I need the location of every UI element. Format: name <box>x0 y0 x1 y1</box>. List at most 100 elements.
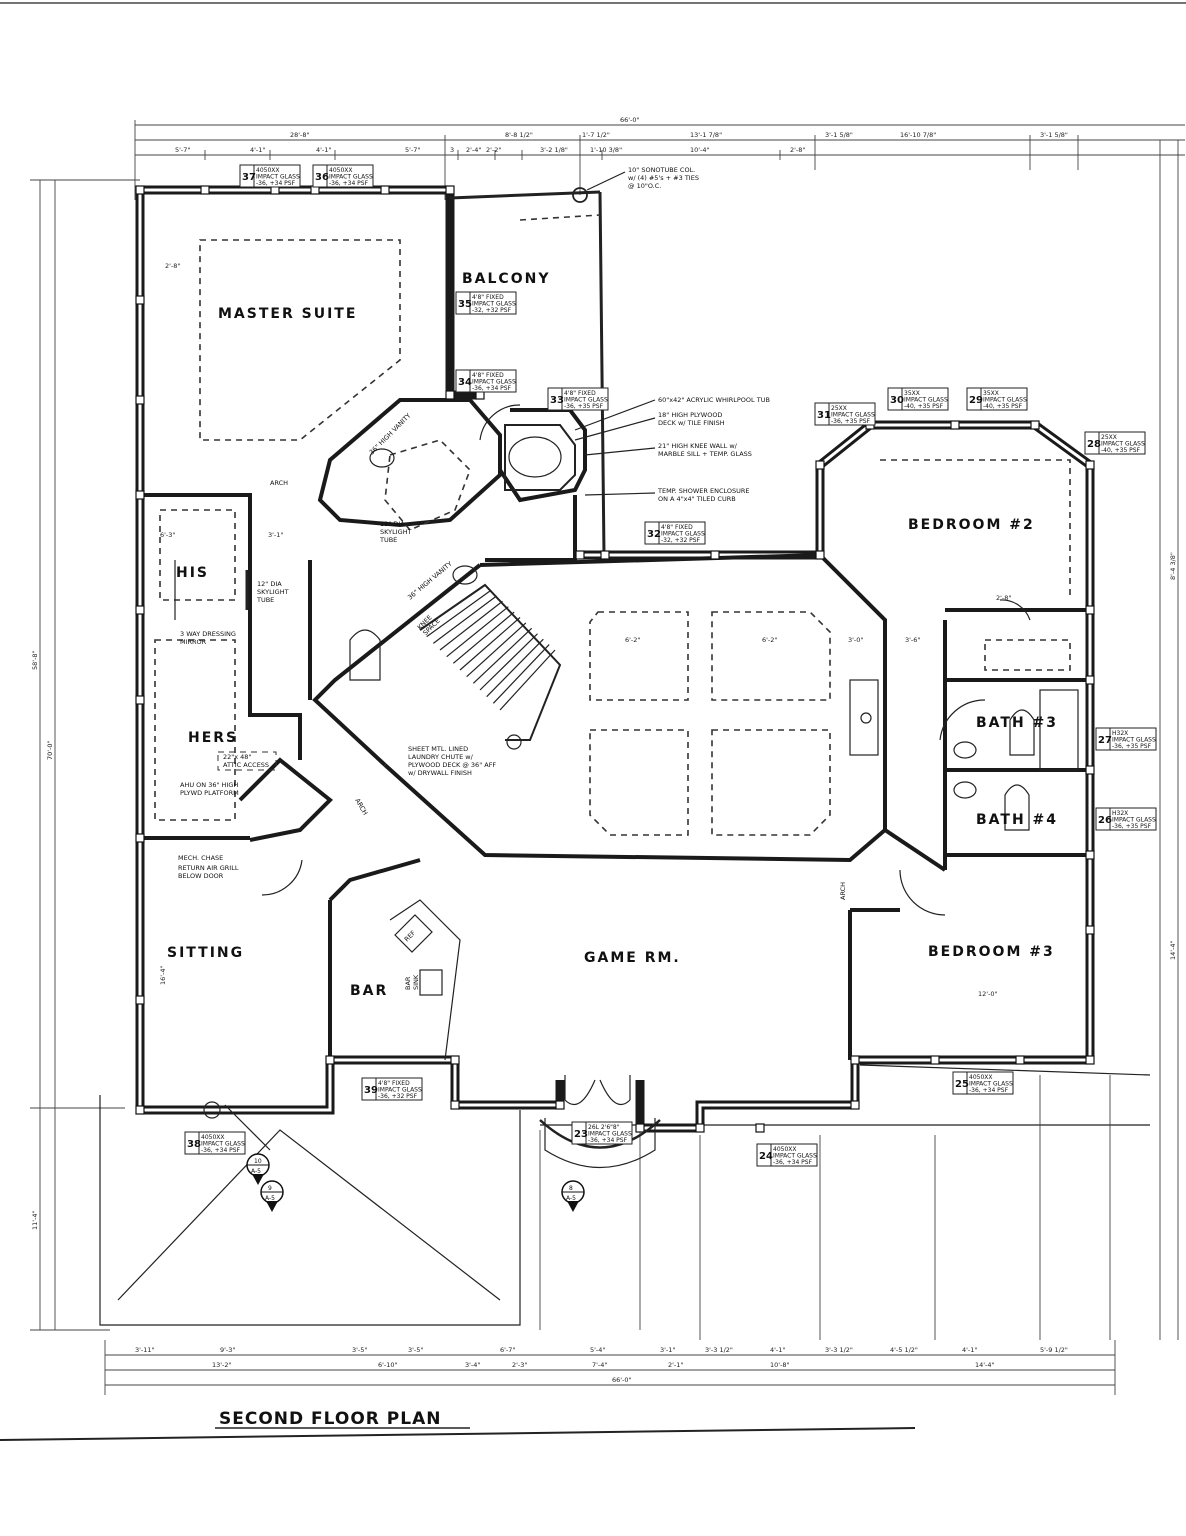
svg-text:4'8" FIXED: 4'8" FIXED <box>564 390 596 397</box>
stair-tread <box>459 617 521 671</box>
page-bottom-edge <box>0 1427 916 1441</box>
vanity-sink-1 <box>369 448 395 468</box>
dim-bottom-overall: 66'-0" <box>612 1376 632 1384</box>
wall-marker <box>815 550 825 560</box>
svg-text:IMPACT GLASS: IMPACT GLASS <box>831 412 875 419</box>
wall-marker <box>325 1055 335 1065</box>
dim-interior-7: 12'-0" <box>978 990 998 998</box>
room-hers: HERS <box>188 730 238 746</box>
svg-text:IMPACT GLASS: IMPACT GLASS <box>661 531 705 538</box>
dim-bot-r1-2: 3'-5" <box>352 1346 367 1354</box>
dim-interior-4: 3'-6" <box>905 636 920 644</box>
svg-text:3 WAY DRESSING: 3 WAY DRESSING <box>180 630 236 638</box>
dim-bot-r2-2: 3'-4" <box>465 1361 480 1369</box>
dim-top-r2-10: 2'-8" <box>790 146 805 154</box>
svg-text:BELOW DOOR: BELOW DOOR <box>178 872 224 880</box>
svg-text:12" DIA: 12" DIA <box>380 520 405 528</box>
dim-bot-r1-8: 4'-1" <box>770 1346 785 1354</box>
svg-text:28: 28 <box>1087 439 1101 450</box>
svg-text:-36, +35 PSF: -36, +35 PSF <box>1112 823 1152 830</box>
svg-text:-40, +35 PSF: -40, +35 PSF <box>983 403 1023 410</box>
room-game-rm: GAME RM. <box>584 950 681 966</box>
stair-tread <box>432 595 498 644</box>
svg-text:23: 23 <box>574 1129 588 1140</box>
room-master-suite: MASTER SUITE <box>218 306 357 322</box>
wall-marker <box>755 1123 765 1133</box>
svg-text:-36, +35 PSF: -36, +35 PSF <box>564 403 604 410</box>
wall-marker <box>1030 420 1040 430</box>
svg-text:4'8" FIXED: 4'8" FIXED <box>661 524 693 531</box>
svg-text:TEMP. SHOWER ENCLOSURE: TEMP. SHOWER ENCLOSURE <box>657 487 750 495</box>
wall-marker <box>555 1100 565 1110</box>
svg-text:SKYLIGHT: SKYLIGHT <box>257 588 289 596</box>
svg-text:4050XX: 4050XX <box>329 167 353 174</box>
bar-sink-basin <box>419 969 443 996</box>
note-ahu: AHU ON 36" HIGH PLYWD PLATFORM <box>180 781 239 797</box>
dim-right-2: 14'-4" <box>1169 940 1177 960</box>
gameroom-cabinet <box>849 679 879 756</box>
svg-text:4'8" FIXED: 4'8" FIXED <box>472 294 504 301</box>
fixtures <box>174 187 1079 1151</box>
dim-top-r2-1: 4'-1" <box>250 146 265 154</box>
svg-text:SINK: SINK <box>412 974 420 990</box>
dim-top-r1-0: 28'-8" <box>290 131 310 139</box>
svg-text:IMPACT GLASS: IMPACT GLASS <box>378 1087 422 1094</box>
dim-left-1: 58'-8" <box>31 650 39 670</box>
dim-bot-r1-3: 3'-5" <box>408 1346 423 1354</box>
note-ref: REF <box>403 929 418 944</box>
wall-marker <box>1085 1055 1095 1065</box>
svg-text:39: 39 <box>364 1085 378 1096</box>
dim-top-r2-8: 1'-10 3/8" <box>590 146 622 154</box>
dim-bot-r1-1: 9'-3" <box>220 1346 235 1354</box>
wall-marker <box>445 185 455 195</box>
dim-bot-r2-4: 7'-4" <box>592 1361 607 1369</box>
wall-marker <box>135 1105 145 1115</box>
dim-bot-r2-6: 10'-8" <box>770 1361 790 1369</box>
dim-top-r2-0: 5'-7" <box>175 146 190 154</box>
svg-text:A-5: A-5 <box>566 1195 576 1202</box>
wall-marker <box>850 1055 860 1065</box>
svg-text:35XX: 35XX <box>983 390 999 397</box>
note-skylight-2: 12" DIA SKYLIGHT TUBE <box>256 580 289 604</box>
svg-text:-36, +34 PSF: -36, +34 PSF <box>329 180 369 187</box>
svg-text:IMPACT GLASS: IMPACT GLASS <box>1101 441 1145 448</box>
svg-text:MARBLE SILL + TEMP. GLASS: MARBLE SILL + TEMP. GLASS <box>658 450 752 458</box>
svg-text:4050XX: 4050XX <box>969 1074 993 1081</box>
svg-text:25XX: 25XX <box>831 405 847 412</box>
dim-interior-3: 3'-0" <box>848 636 863 644</box>
section-markers: 10A-59A-58A-5 <box>246 1153 585 1212</box>
svg-text:IMPACT GLASS: IMPACT GLASS <box>256 174 300 181</box>
dim-top-r1-1: 8'-8 1/2" <box>505 131 533 139</box>
dim-bot-r1-11: 4'-1" <box>962 1346 977 1354</box>
svg-text:@ 10"O.C.: @ 10"O.C. <box>628 182 661 190</box>
dim-interior-6: 16'-4" <box>159 965 167 985</box>
svg-text:32: 32 <box>647 529 661 540</box>
svg-text:34: 34 <box>458 377 472 388</box>
svg-text:IMPACT GLASS: IMPACT GLASS <box>983 397 1027 404</box>
svg-text:9: 9 <box>268 1185 272 1192</box>
bar-counter <box>389 899 461 1061</box>
sonotube-column <box>572 187 588 203</box>
svg-text:18" HIGH PLYWOOD: 18" HIGH PLYWOOD <box>658 411 722 419</box>
stair <box>419 583 562 750</box>
svg-text:33: 33 <box>550 395 564 406</box>
svg-text:-36, +34 PSF: -36, +34 PSF <box>773 1159 813 1166</box>
svg-text:-32, +32 PSF: -32, +32 PSF <box>472 307 512 314</box>
stair-tread <box>486 638 544 698</box>
bath3-shower <box>1039 689 1079 771</box>
dim-interior-10: 2'-8" <box>996 594 1011 602</box>
left-dimensions: 58'-8" 70'-0" 11'-4" <box>30 179 140 1331</box>
ceiling-outlines <box>154 214 1071 836</box>
dim-top-overall: 66'-0" <box>620 116 640 124</box>
stair-tread <box>479 633 538 691</box>
dim-interior-8: 6'-3" <box>160 531 175 539</box>
svg-text:4050XX: 4050XX <box>201 1134 225 1141</box>
